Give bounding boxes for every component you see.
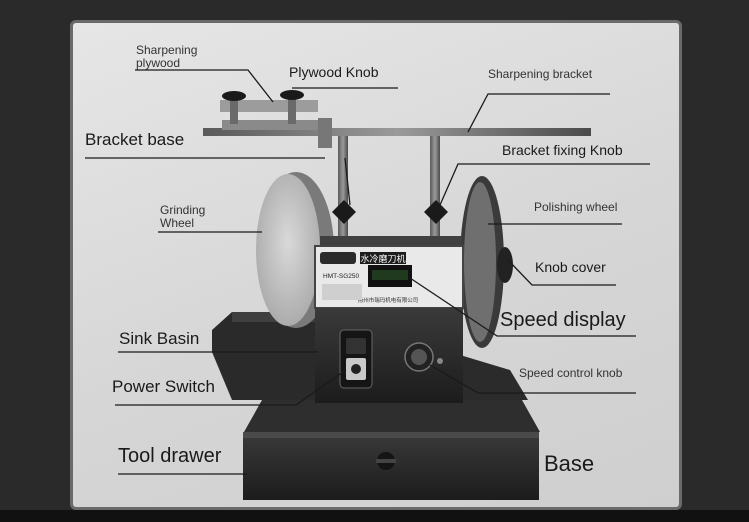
sharpening-plywood — [220, 94, 318, 124]
label-speed-control-knob: Speed control knob — [519, 366, 623, 380]
label-polishing-wheel: Polishing wheel — [534, 200, 618, 214]
model-text: HMT-SG250 — [323, 273, 360, 280]
leader-sharpening-plywood — [135, 69, 274, 103]
label-base: Base — [544, 451, 595, 476]
leader-speed-control-knob — [429, 364, 636, 394]
right-basin — [460, 355, 528, 400]
label-power-switch: Power Switch — [112, 377, 215, 396]
bracket-fixing-knobs — [332, 200, 448, 224]
power-switch — [339, 329, 373, 389]
label-speed-display: Speed display — [500, 309, 626, 331]
maker-text: 扬州市瑞玛机电有限公司 — [358, 296, 419, 304]
drawer-knob — [376, 452, 396, 470]
plywood-knobs — [222, 90, 304, 101]
leader-knob-cover — [507, 259, 616, 286]
polishing-wheel — [460, 176, 513, 348]
label-sharpening-plywood: Sharpening plywood — [136, 43, 198, 71]
label-sink-basin: Sink Basin — [119, 329, 200, 348]
leader-sharpening-bracket — [467, 93, 610, 133]
nameplate: 水冷磨刀机 HMT-SG250 扬州市瑞玛机电有限公司 — [320, 252, 418, 304]
leader-bracket-base-2 — [344, 157, 351, 206]
leader-bracket-fixing-knob — [439, 163, 650, 206]
base-block — [243, 400, 540, 500]
sharpening-bracket-bar — [203, 128, 591, 136]
label-sharpening-bracket: Sharpening bracket — [488, 67, 593, 81]
label-tool-drawer: Tool drawer — [118, 445, 222, 467]
label-bracket-fixing-knob: Bracket fixing Knob — [502, 142, 623, 158]
leader-lines — [85, 69, 650, 475]
bottom-bar — [0, 510, 749, 522]
bracket-base-slide — [222, 118, 332, 148]
bracket-posts — [338, 136, 440, 236]
label-bracket-base: Bracket base — [85, 130, 185, 149]
label-knob-cover: Knob cover — [535, 259, 606, 275]
leader-speed-display — [409, 277, 636, 337]
leader-power-switch — [115, 369, 347, 406]
brand-plate-text: 水冷磨刀机 — [360, 253, 405, 265]
label-plywood-knob: Plywood Knob — [289, 64, 379, 80]
label-grinding-wheel: Grinding Wheel — [160, 203, 206, 231]
speed-control-knob — [404, 342, 443, 372]
